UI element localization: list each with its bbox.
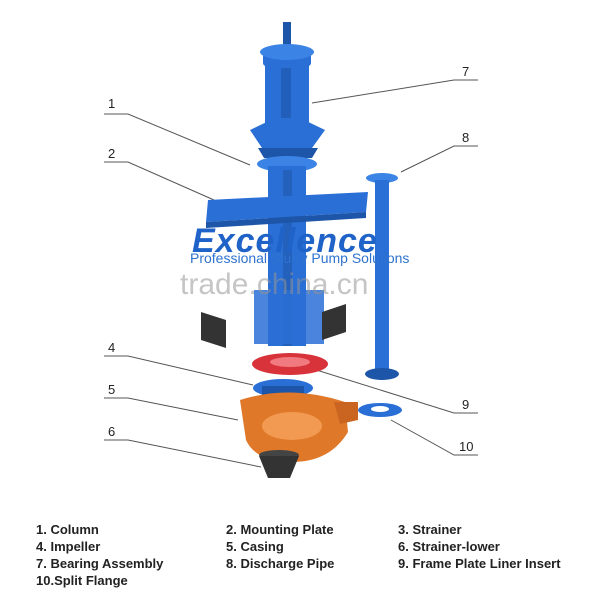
strainer-lower	[259, 450, 299, 478]
strainer	[201, 304, 346, 348]
legend-item: 9. Frame Plate Liner Insert	[398, 556, 561, 571]
callout-8: 8	[462, 130, 470, 145]
callout-7: 7	[462, 64, 470, 79]
split-flange	[358, 403, 402, 417]
callout-10: 10	[459, 439, 474, 454]
legend-item: 6. Strainer-lower	[398, 539, 500, 554]
legend-item: 5. Casing	[226, 539, 284, 554]
legend-item: 10.Split Flange	[36, 573, 128, 588]
frame-plate-liner-insert	[252, 353, 328, 375]
mounting-plate	[206, 192, 368, 228]
casing	[240, 392, 358, 462]
callout-2: 2	[108, 146, 116, 161]
callout-9: 9	[462, 397, 470, 412]
watermark-site: trade.china.cn	[180, 268, 369, 301]
callout-6: 6	[108, 424, 116, 439]
legend-item: 7. Bearing Assembly	[36, 556, 164, 571]
legend-item: 4. Impeller	[36, 539, 101, 554]
callout-4: 4	[108, 340, 116, 355]
callout-1: 1	[108, 96, 116, 111]
legend-item: 3. Strainer	[398, 522, 462, 537]
callout-5: 5	[108, 382, 116, 397]
legend-item: 8. Discharge Pipe	[226, 556, 335, 571]
watermark-tagline: Professional Slurry Pump Solutions	[190, 250, 410, 266]
legend-item: 2. Mounting Plate	[226, 522, 334, 537]
legend-item: 1. Column	[36, 522, 99, 537]
discharge-pipe	[365, 173, 399, 380]
bearing-assembly	[250, 22, 325, 158]
leader-lines	[104, 79, 478, 468]
watermark-brand: Excellence	[192, 222, 378, 260]
